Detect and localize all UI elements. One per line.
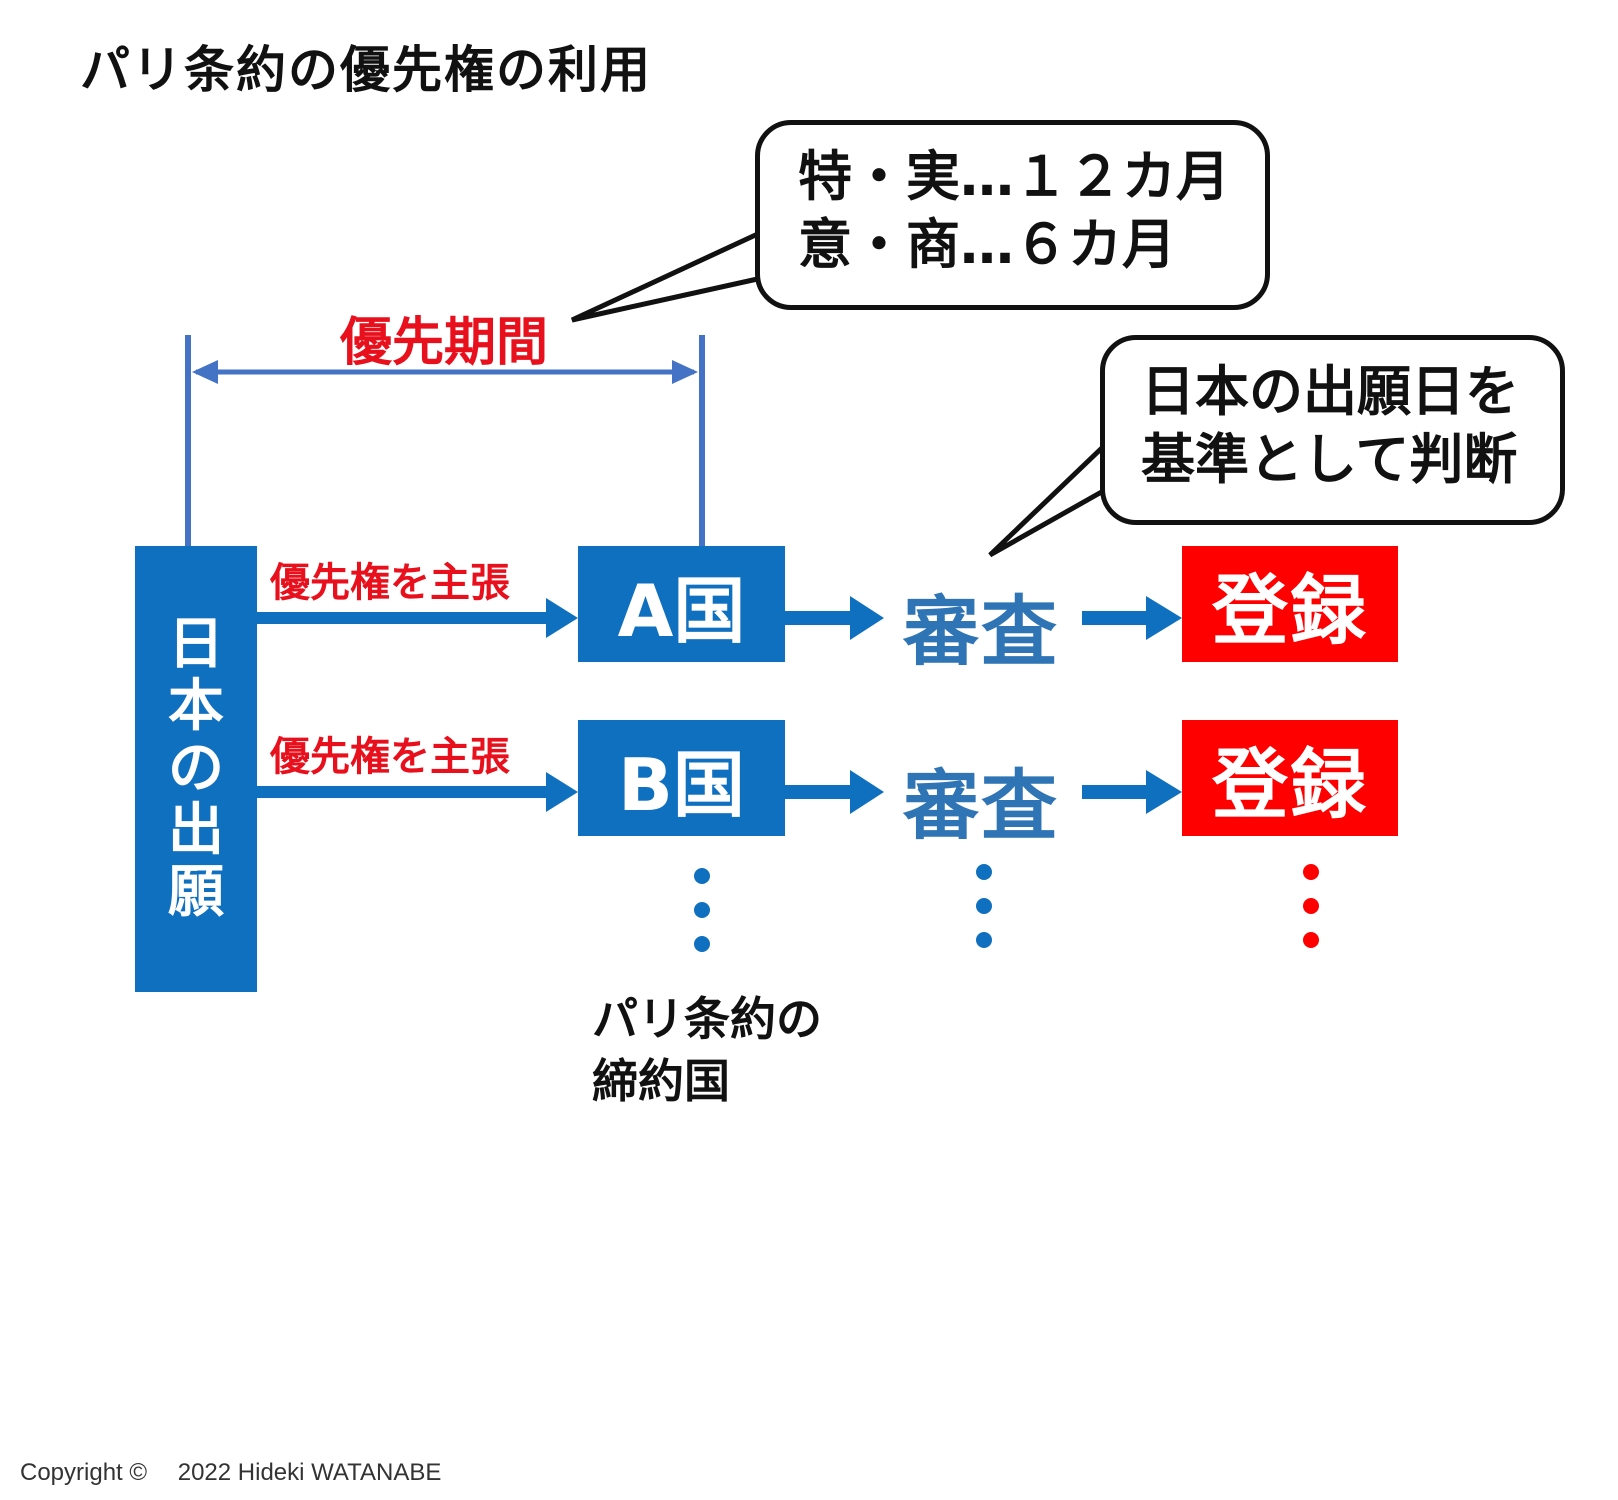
member-countries-label: パリ条約の 締約国	[592, 988, 822, 1112]
period-callout: 特・実…１２カ月 意・商…６カ月	[755, 120, 1270, 310]
country-a-box: A国	[578, 546, 785, 662]
country-dot-1	[694, 868, 710, 884]
country-dot-3	[694, 936, 710, 952]
register-dot-3	[1303, 932, 1319, 948]
exam-dot-1	[976, 864, 992, 880]
basis-bubble-tail	[988, 443, 1107, 558]
row-b-register-box: 登録	[1182, 720, 1398, 836]
basis-callout-line1: 日本の出願日を	[1141, 360, 1519, 423]
row-b-exam: 審査	[903, 761, 1059, 850]
row-a-exam: 審査	[903, 587, 1059, 676]
japan-char: 日	[168, 612, 224, 677]
exam-dot-2	[976, 898, 992, 914]
row-a-register-label: 登録	[1212, 566, 1368, 655]
period-callout-line1: 特・実…１２カ月	[798, 145, 1230, 208]
row-a-register-box: 登録	[1182, 546, 1398, 662]
japan-char: の	[168, 736, 224, 801]
register-dot-1	[1303, 864, 1319, 880]
member-line1: パリ条約の	[592, 992, 822, 1046]
period-arrow-right	[672, 360, 698, 384]
row-b-exam-arrowhead	[850, 770, 884, 814]
row-a-claim-label: 優先権を主張	[270, 560, 510, 606]
row-a-claim-arrowhead	[546, 598, 578, 638]
japan-char: 願	[168, 860, 224, 925]
row-a-exam-arrowhead	[850, 596, 884, 640]
basis-callout: 日本の出願日を 基準として判断	[1100, 335, 1565, 525]
period-callout-line2: 意・商…６カ月	[798, 213, 1176, 276]
member-line2: 締約国	[592, 1054, 730, 1108]
register-dot-2	[1303, 898, 1319, 914]
row-b-claim-arrowhead	[546, 772, 578, 812]
japan-application-box: 日 本 の 出 願	[135, 546, 257, 992]
exam-dot-3	[976, 932, 992, 948]
country-b-label: B国	[618, 742, 745, 827]
japan-char: 出	[168, 798, 224, 863]
period-arrow-left	[192, 360, 218, 384]
row-a-register-arrowhead	[1146, 596, 1182, 640]
period-bubble-tail	[570, 229, 764, 323]
page-title: パリ条約の優先権の利用	[80, 41, 652, 99]
copyright: Copyright © 2022 Hideki WATANABE	[20, 1459, 442, 1486]
country-dot-2	[694, 902, 710, 918]
priority-period-label: 優先期間	[340, 313, 549, 373]
row-b-register-arrowhead	[1146, 770, 1182, 814]
country-b-box: B国	[578, 720, 785, 836]
row-b-register-label: 登録	[1212, 740, 1368, 829]
row-b-claim-label: 優先権を主張	[270, 734, 510, 780]
japan-char: 本	[168, 674, 224, 739]
basis-callout-line2: 基準として判断	[1141, 428, 1518, 491]
country-a-label: A国	[617, 568, 746, 653]
